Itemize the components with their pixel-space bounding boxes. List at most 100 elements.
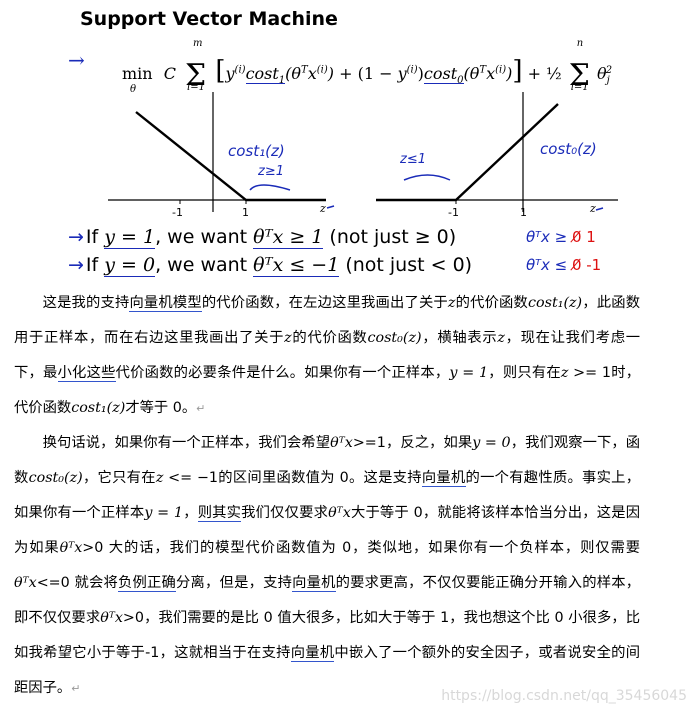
rule1-note: (not just ≥ 0) [323, 226, 457, 248]
p2-d: ，它只有在 [82, 470, 156, 486]
sum-symbol: Σ [185, 58, 207, 93]
p1-c: 的代价函数，在左边这里我画出了关于 [201, 295, 448, 311]
hand2-value: -1 [581, 256, 602, 274]
p2-z: z [155, 470, 164, 486]
rule2-note: (not just < 0) [339, 254, 473, 276]
p2-tx4: θᵀx [14, 575, 37, 591]
rule1-we-want: , we want [155, 226, 254, 248]
p1-m: 才等于 0。 [125, 400, 197, 416]
p2-tx2: θᵀx [328, 505, 351, 521]
formula-close-2: ) [417, 64, 424, 83]
rule-positive: →If y = 1, we want θᵀx ≥ 1 (not just ≥ 0… [68, 226, 457, 249]
right-brace-mark [403, 174, 451, 181]
p2-c: ，我们观察一下，函数 [14, 435, 640, 486]
p2-e: <= −1的区间里函数值为 0。这是支持 [163, 470, 422, 486]
paragraph-2: 换句话说，如果你有一个正样本，我们会希望θᵀx>=1，反之，如果y = 0，我们… [14, 426, 640, 706]
formula-sum2-bottom: i=1 [570, 82, 589, 93]
formula-theta: (θ [285, 64, 302, 83]
formula-theta-j-sub: j [606, 75, 610, 87]
rule2-we-want: , we want [155, 254, 254, 276]
p2-m: <=0 就会将 [36, 575, 119, 591]
formula-bracket-open: [ [215, 56, 226, 86]
p1-j: 代价函数的必要条件是什么。如果你有一个正样本， [115, 365, 450, 381]
formula-sum-bottom: i=1 [187, 82, 205, 93]
p2-q: 的要求更高，不仅仅要能正确分开输入的样本，即不仅仅要求 [14, 575, 641, 626]
left-brace-mark [249, 184, 291, 191]
hand2-text: θᵀx ≤ [526, 256, 572, 274]
p2-r: >0，我们需要的是比 0 值大很多，比如大于等于 1，我也想这个比 0 小很多，… [14, 610, 640, 661]
rule2-arrow-icon: → [68, 254, 84, 276]
left-axis-label: z [320, 202, 326, 215]
hand1-crossed: 0̸ [571, 228, 582, 246]
formula-sum-top: m [193, 38, 203, 49]
p2-tx3: θᵀx [59, 540, 83, 556]
p2-g: 的一个有趣性质。事实上，如果你有一个正样本 [14, 470, 641, 521]
formula-arrow-icon: → [68, 48, 85, 72]
formula-y-2: y [397, 64, 407, 83]
formula-body: min θ C m Σ i=1 [y(i)cost1(θTx(i)) + (1 … [122, 38, 612, 95]
p2-o: 分离，但是，支持 [176, 575, 293, 591]
p2-l: >0 大的话，我们的模型代价函数值为 0，类似地，如果你有一个负样本，则仅需要 [82, 540, 640, 556]
hand1-text: θᵀx ≥ [526, 228, 572, 246]
right-tick-label-minus1: -1 [448, 206, 459, 219]
p2-n: 负例正确 [118, 575, 177, 592]
watermark: https://blog.csdn.net/qq_35456045 [441, 688, 687, 704]
formula-x: x [307, 64, 317, 83]
p2-return-mark: ↵ [71, 682, 81, 695]
formula-t: T [301, 64, 308, 76]
formula-plus-one-minus: + (1 − [339, 64, 398, 83]
p2-cost0: cost₀(z) [28, 470, 83, 486]
p1-z1: z [447, 295, 456, 311]
p2-p: 向量机 [292, 575, 336, 592]
formula-min-sub: θ [130, 84, 137, 95]
left-plot [108, 92, 335, 212]
formula-y: y [225, 64, 235, 83]
p1-e: ，此函数用于正样本，而在右边这里我画出了关于 [14, 295, 641, 346]
right-axis-label: z [590, 202, 596, 215]
formula-plus-half: + ½ [527, 64, 562, 83]
p2-k: 大于等于 0，就能将该样本恰当分出，这是因为如果 [14, 505, 641, 556]
right-plot-annotation: z≤1 [400, 152, 426, 167]
p1-z3: z [497, 330, 505, 346]
formula-cost1: cost [245, 64, 279, 83]
formula-theta-2: (θ [463, 64, 480, 83]
p1-b: 向量机模型 [129, 295, 202, 312]
rule2-if: If [85, 254, 105, 276]
left-tick-label-minus1: -1 [172, 206, 183, 219]
p1-cost0: cost₀(z) [367, 330, 422, 346]
p2-f: 向量机 [421, 470, 466, 487]
cost-function-plots [108, 92, 618, 212]
left-plot-label: cost₁(z) [228, 142, 285, 160]
formula-x-2: x [486, 64, 496, 83]
p1-return-mark: ↵ [196, 402, 206, 415]
p1-f: 的代价函数 [291, 330, 368, 346]
hand-note-negative: θᵀx ≤ 0̸ -1 [526, 256, 601, 274]
right-axis-arrow [595, 207, 604, 211]
rule1-inequality: θᵀx ≥ 1 [253, 226, 324, 249]
slide-title: Support Vector Machine [80, 8, 338, 30]
left-plot-annotation: z≥1 [258, 164, 284, 179]
article-body: 这是我的支持向量机模型的代价函数，在左边这里我画出了关于z的代价函数cost₁(… [14, 286, 640, 706]
p1-z4: z [560, 365, 569, 381]
rule1-arrow-icon: → [68, 226, 84, 248]
formula-c: C [163, 64, 176, 83]
formula-sup-i-3: (i) [406, 64, 418, 76]
p1-y1: y = 1 [449, 365, 489, 381]
hand2-crossed: 0̸ [571, 256, 582, 274]
p2-b: >=1，反之，如果 [352, 435, 473, 451]
rule2-inequality: θᵀx ≤ −1 [253, 254, 340, 277]
formula-cost1-sub: 1 [278, 75, 286, 87]
sum-symbol-2: Σ [568, 58, 590, 93]
p2-i: 则其实 [197, 505, 242, 522]
paragraph-1: 这是我的支持向量机模型的代价函数，在左边这里我画出了关于z的代价函数cost₁(… [14, 286, 640, 426]
hand1-value: 1 [581, 228, 596, 246]
formula-t-2: T [479, 64, 487, 76]
p1-d: 的代价函数 [455, 295, 529, 311]
left-tick-label-1: 1 [242, 206, 249, 219]
hand-note-positive: θᵀx ≥ 0̸ 1 [526, 228, 596, 246]
p1-l: >= 1时，代价函数 [14, 365, 641, 416]
right-plot [376, 92, 618, 212]
p2-a: 换句话说，如果你有一个正样本，我们会希望 [42, 435, 331, 451]
rule1-if: If [85, 226, 105, 248]
p2-t: 中嵌入了一个额外的安全因子，或者说安全的间距因子。 [14, 645, 641, 696]
